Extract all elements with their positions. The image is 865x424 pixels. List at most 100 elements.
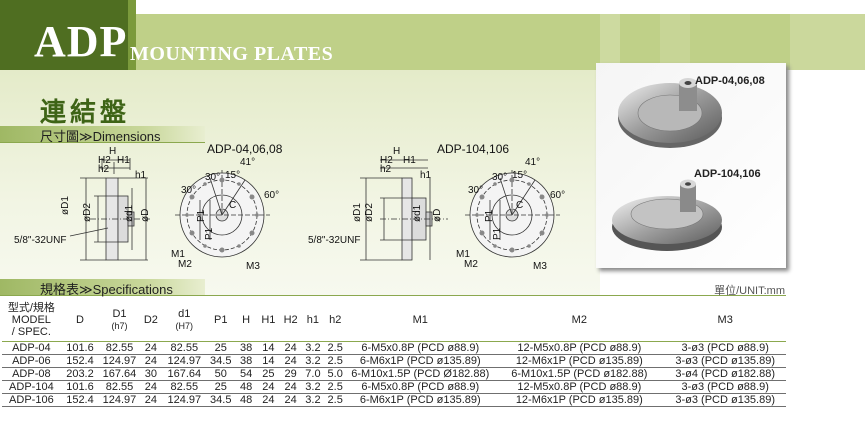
diagram-right-side-view — [360, 159, 448, 261]
table-cell: 29 — [279, 367, 302, 381]
table-cell: 48 — [234, 393, 258, 407]
table-cell: 25 — [206, 341, 235, 355]
column-header-H2: H2 — [279, 299, 302, 342]
label-H2-right: H2 — [380, 155, 393, 166]
label-D1: øD1 — [60, 196, 71, 215]
table-cell: 25 — [257, 367, 280, 381]
table-cell: 124.97 — [99, 393, 140, 407]
table-cell: 12-M6x1P (PCD ø135.89) — [494, 354, 665, 368]
column-header-h2: h2 — [324, 299, 347, 342]
table-cell: 82.55 — [99, 380, 140, 394]
column-header-M2: M2 — [494, 299, 665, 342]
table-cell: 3-ø3 (PCD ø135.89) — [664, 354, 786, 368]
model-header-line: / SPEC. — [11, 325, 51, 338]
table-cell: 24 — [279, 354, 302, 368]
label-angle-15-right: 15° — [512, 170, 528, 181]
table-cell: 124.97 — [162, 393, 207, 407]
table-cell: 167.64 — [99, 367, 140, 381]
column-header-label: H — [242, 313, 251, 326]
table-cell: 24 — [257, 393, 280, 407]
table-cell: 124.97 — [99, 354, 140, 368]
label-M2-right: M2 — [464, 259, 478, 270]
table-cell: 82.55 — [162, 341, 207, 355]
dimensions-heading: 尺寸圖≫Dimensions — [40, 129, 161, 144]
column-header-d1: d1(H7) — [162, 299, 207, 342]
unit-label: 單位/UNIT:mm — [714, 285, 785, 297]
column-header-P1: P1 — [206, 299, 235, 342]
column-header-D: D — [60, 299, 100, 342]
photo-label-top: ADP-04,06,08 — [695, 75, 765, 87]
table-cell: 3.2 — [301, 393, 325, 407]
label-H1-right: H1 — [403, 155, 416, 166]
table-cell: 6-M5x0.8P (PCD ø88.9) — [346, 380, 495, 394]
column-header-label: M1 — [412, 313, 428, 326]
photo-label-bottom: ADP-104,106 — [694, 168, 761, 180]
diagram-right-front-view — [465, 170, 560, 258]
table-cell: 34.5 — [206, 393, 235, 407]
table-cell: 24 — [279, 393, 302, 407]
table-cell: 3.2 — [301, 341, 325, 355]
label-D1-right: øD1 — [352, 203, 363, 222]
table-cell-model: ADP-104 — [2, 380, 61, 394]
model-header-line: MODEL — [11, 313, 51, 326]
table-cell: 7.0 — [301, 367, 325, 381]
dimensions-divider — [0, 142, 205, 143]
label-H1: H1 — [117, 155, 130, 166]
column-header-M3: M3 — [664, 299, 786, 342]
product-photo-top — [618, 78, 722, 148]
label-H: H — [109, 146, 117, 157]
table-cell: 82.55 — [99, 341, 140, 355]
table-cell: 152.4 — [60, 393, 100, 407]
table-cell: 12-M5x0.8P (PCD ø88.9) — [494, 341, 665, 355]
label-M3-right: M3 — [533, 261, 547, 272]
label-d1-right: ød1 — [412, 204, 423, 222]
label-angle-41: 41° — [240, 157, 256, 168]
table-cell: 24 — [139, 354, 163, 368]
column-header-sublabel: (H7) — [175, 320, 194, 331]
column-header-H1: H1 — [257, 299, 280, 342]
label-M3: M3 — [246, 261, 260, 272]
table-cell: 24 — [257, 380, 280, 394]
table-cell: 6-M6x1P (PCD ø135.89) — [346, 354, 495, 368]
table-cell: 3.2 — [301, 354, 325, 368]
column-header-label: h2 — [329, 313, 342, 326]
table-cell: 3-ø3 (PCD ø88.9) — [664, 380, 786, 394]
specifications-table: 型式/規格 MODEL / SPEC. D D1(h7) D2 d1(H7) P… — [2, 299, 786, 407]
table-cell: 167.64 — [162, 367, 207, 381]
label-thread: 5/8"-32UNF — [14, 235, 67, 246]
label-angle-60-right: 60° — [550, 190, 566, 201]
table-cell: 101.6 — [60, 341, 100, 355]
label-D: øD — [140, 208, 151, 222]
header-top-strip — [0, 0, 865, 14]
column-header-label: h1 — [306, 313, 320, 326]
table-cell-model: ADP-08 — [2, 367, 61, 381]
column-header-label: M2 — [571, 313, 587, 326]
table-cell: 6-M10x1.5P (PCD ø182.88) — [494, 367, 665, 381]
table-cell-model: ADP-106 — [2, 393, 61, 407]
column-header-label: D — [76, 313, 84, 326]
label-D-right: øD — [432, 208, 443, 222]
label-angle-30: 30° — [205, 172, 221, 183]
table-cell: 14 — [257, 354, 280, 368]
table-cell: 54 — [234, 367, 258, 381]
column-header-label: M3 — [717, 313, 733, 326]
table-header-row: 型式/規格 MODEL / SPEC. D D1(h7) D2 d1(H7) P… — [2, 299, 786, 342]
table-cell: 12-M6x1P (PCD ø135.89) — [494, 393, 665, 407]
column-header-label: d1 — [178, 307, 191, 320]
column-header-sublabel: (h7) — [111, 320, 128, 331]
label-D2-right: øD2 — [364, 203, 375, 222]
label-D2: øD2 — [82, 203, 93, 222]
table-cell: 2.5 — [324, 380, 347, 394]
label-M2: M2 — [178, 259, 192, 270]
column-header-D2: D2 — [139, 299, 163, 342]
label-d1: ød1 — [124, 204, 135, 222]
table-cell: 2.5 — [324, 393, 347, 407]
table-cell-model: ADP-06 — [2, 354, 61, 368]
specifications-section-bar — [0, 279, 205, 295]
label-M1-right: M1 — [456, 249, 470, 260]
